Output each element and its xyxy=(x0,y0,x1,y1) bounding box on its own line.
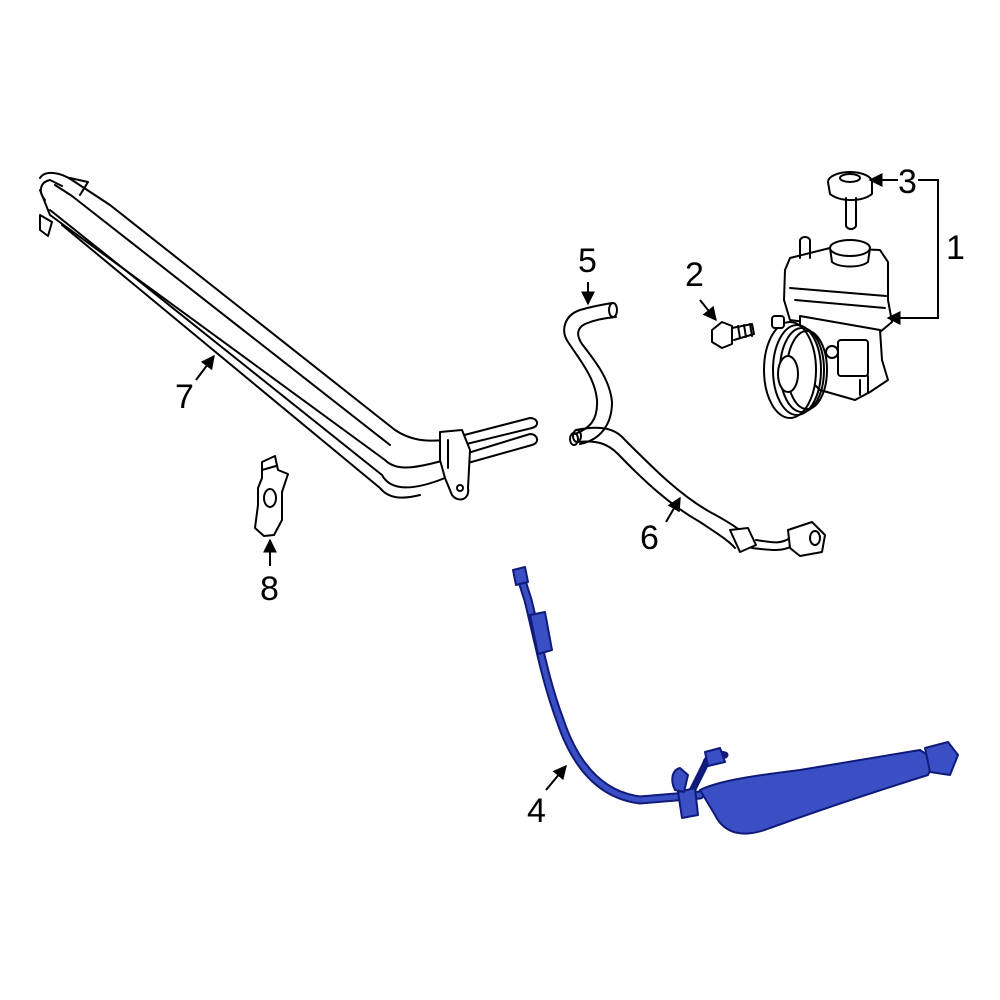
cooler-tube-part-7[interactable] xyxy=(39,172,538,501)
callout-2: 2 xyxy=(685,256,704,294)
callout-7: 7 xyxy=(175,378,194,416)
steering-pump-part-1[interactable] xyxy=(763,236,893,419)
hose-part-5[interactable] xyxy=(563,302,618,446)
callout-6: 6 xyxy=(640,519,659,557)
pressure-hose-part-4[interactable] xyxy=(512,566,959,835)
bolt-part-2[interactable] xyxy=(711,321,755,349)
leader-lines xyxy=(195,173,939,791)
callout-1: 1 xyxy=(946,229,965,267)
callout-5: 5 xyxy=(578,242,597,280)
callout-4: 4 xyxy=(527,792,546,830)
callout-8: 8 xyxy=(260,570,279,608)
reservoir-cap-part-3[interactable] xyxy=(827,171,873,230)
hose-part-6[interactable] xyxy=(572,426,826,557)
bracket-part-8[interactable] xyxy=(254,455,289,537)
callout-3: 3 xyxy=(898,163,917,201)
